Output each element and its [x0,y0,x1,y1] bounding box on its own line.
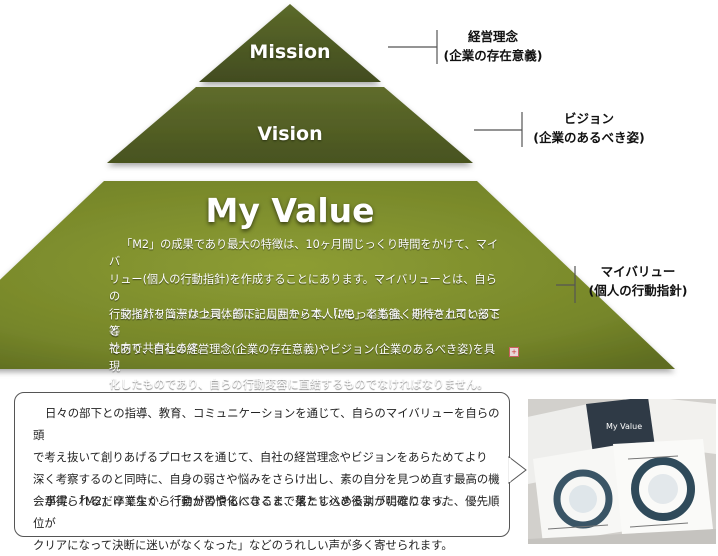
photo-booklet-text: My Value [606,422,642,431]
bubble-pointer [508,455,527,485]
label-mission: 経営理念 (企業の存在意義) [443,29,543,63]
comment-paragraph-1: 日々の部下との指導、教育、コミュニケーションを通じて、自らのマイバリューを自らの… [33,406,500,508]
workbook-photo: My Value [528,399,716,544]
label-my-value: マイバリュー (個人の行動指針) [588,264,688,298]
vision-title: Vision [257,123,323,145]
my-value-description-1: 「M2」の成果であり最大の特徴は、10ヶ月間じっくり時間をかけて、マイバ リュー… [109,238,501,356]
my-value-tier [0,181,675,369]
comment-bubble: 日々の部下との指導、教育、コミュニケーションを通じて、自らのマイバリューを自らの… [14,392,510,552]
plus-icon: + [509,347,519,357]
connector-lines [388,30,576,303]
mission-title: Mission [249,41,331,63]
mission-tier [199,4,381,82]
my-value-description-2: マイバリューは上司、部下、周囲から本人にもっとも強く期待されていること であり、… [109,308,501,391]
label-vision: ビジョン (企業のあるべき姿) [533,111,645,145]
comment-paragraph-2: 事実、「M2」卒業生から「自分のやるべきこと、果たすべき役割が明確になった、優先… [33,494,500,552]
my-value-title: My Value [205,191,375,230]
vision-tier [107,87,473,163]
